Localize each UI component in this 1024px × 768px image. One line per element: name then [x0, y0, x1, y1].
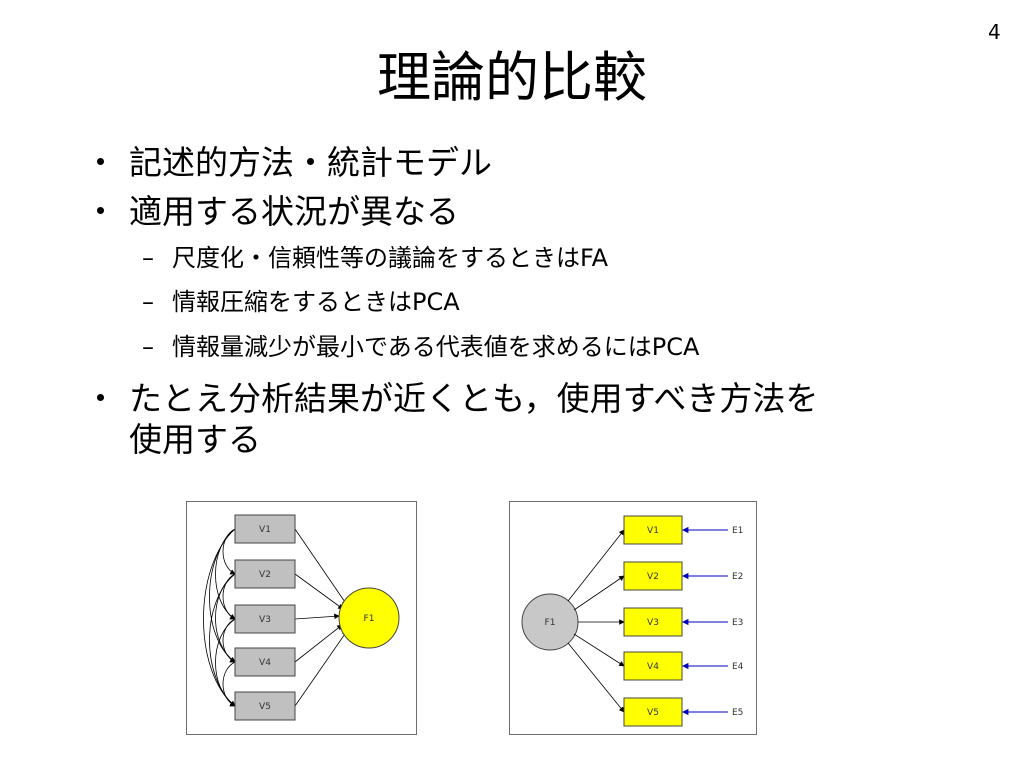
bullet-text: たとえ分析結果が近くとも，使用すべき方法を [129, 379, 819, 418]
sub-bullet-marker: – [142, 333, 154, 361]
bullet-text: 適用する状況が異なる [129, 192, 459, 231]
variable-box [234, 691, 296, 721]
factor-label: F1 [545, 618, 556, 628]
variable-box [623, 561, 683, 591]
pca-diagram: V1 V2 V3 V4 V5 F1 [186, 501, 417, 735]
page-number: 4 [988, 20, 1001, 44]
loading-arrows [294, 528, 348, 707]
sub-bullet-text: 情報量減少が最小である代表値を求めるにはPCA [172, 333, 700, 361]
error-label: E3 [732, 618, 743, 628]
variable-box [234, 647, 296, 677]
loading-arrows [567, 529, 625, 713]
variable-label: V3 [259, 615, 271, 625]
variable-box [234, 604, 296, 634]
bullet-list: ・ 記述的方法・統計モデル ・ 適用する状況が異なる – 尺度化・信頼性等の議論… [84, 143, 819, 459]
error-label: E2 [732, 572, 743, 582]
sub-bullet-text: 尺度化・信頼性等の議論をするときはFA [172, 244, 609, 272]
sub-bullet-marker: – [142, 288, 154, 316]
sub-bullet-marker: – [142, 244, 154, 272]
fa-variable-boxes [623, 515, 683, 727]
bullet-marker: ・ [84, 379, 117, 418]
correlation-arcs [203, 523, 241, 707]
factor-label: F1 [364, 614, 375, 624]
fa-diagram: F1 V1 V2 V3 V4 V5 [509, 501, 757, 735]
error-label: E4 [732, 662, 744, 672]
sub-bullet-text: 情報圧縮をするときはPCA [172, 288, 460, 316]
variable-box [623, 697, 683, 727]
variable-box [234, 559, 296, 589]
variable-label: V2 [647, 572, 659, 582]
pca-variable-boxes [234, 514, 296, 721]
variable-box [623, 515, 683, 545]
variable-label: V4 [259, 658, 271, 668]
bullet-marker: ・ [84, 143, 117, 182]
variable-box [234, 514, 296, 544]
bullet-marker: ・ [84, 192, 117, 231]
variable-label: V2 [259, 570, 271, 580]
variable-label: V5 [259, 702, 271, 712]
slide-title: 理論的比較 [377, 46, 647, 109]
variable-label: V1 [647, 526, 659, 536]
error-arrows [682, 526, 728, 716]
bullet-text-continuation: 使用する [129, 420, 261, 459]
variable-label: V3 [647, 618, 659, 628]
variable-box [623, 651, 683, 681]
variable-box [623, 607, 683, 637]
bullet-text: 記述的方法・統計モデル [129, 143, 492, 182]
variable-label: V1 [259, 525, 271, 535]
variable-label: V5 [647, 708, 659, 718]
error-label: E5 [732, 708, 743, 718]
variable-label: V4 [647, 662, 659, 672]
factor-circle [338, 587, 400, 649]
error-label: E1 [732, 526, 743, 536]
